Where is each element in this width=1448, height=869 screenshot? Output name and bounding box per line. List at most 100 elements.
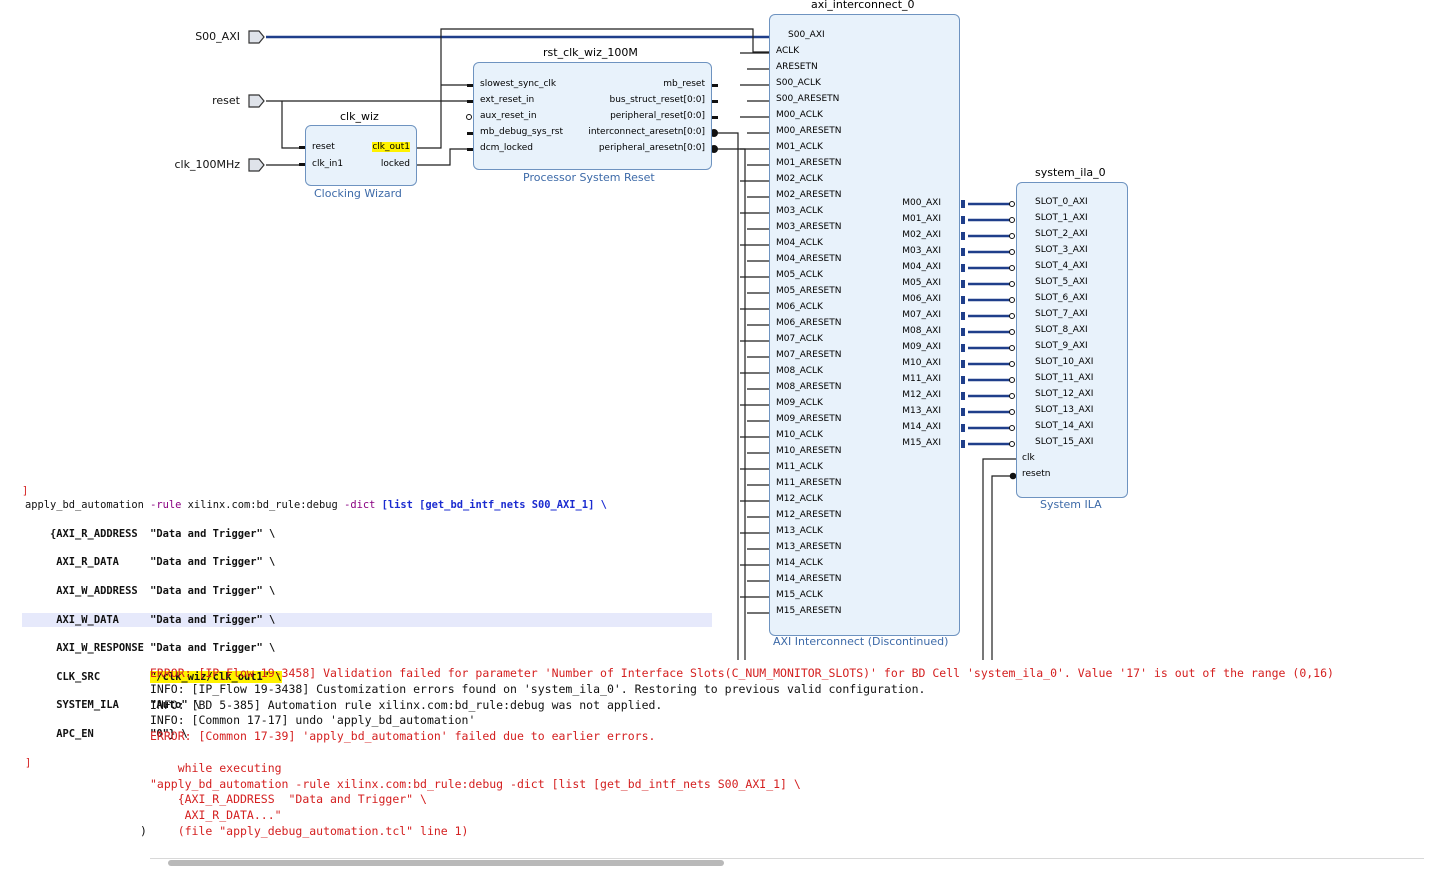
ic-pin-m00-aresetn: M00_ARESETN [776, 126, 841, 136]
tcl-console-output: ERROR: [IP_Flow 19-3458] Validation fail… [150, 666, 1334, 840]
console-line: while executing [150, 761, 1334, 777]
ic-pin-m04-aresetn: M04_ARESETN [776, 254, 841, 264]
ic-m-axi-connector [961, 232, 965, 240]
port-clk-icon[interactable] [248, 158, 266, 172]
ic-pin-m11-axi: M11_AXI [902, 374, 941, 384]
ila-pin-slot-10-axi: SLOT_10_AXI [1035, 357, 1093, 367]
ila-slot-connector [1010, 362, 1015, 367]
ila-block[interactable]: SLOT_0_AXISLOT_1_AXISLOT_2_AXISLOT_3_AXI… [1016, 182, 1128, 498]
rst-pin-stub [712, 100, 718, 103]
ic-pin-m15-axi: M15_AXI [902, 438, 941, 448]
ic-pin-m09-axi: M09_AXI [902, 342, 941, 352]
ic-pin-m07-aresetn: M07_ARESETN [776, 350, 841, 360]
ila-slot-connector [1010, 394, 1015, 399]
ila-pin-slot-12-axi: SLOT_12_AXI [1035, 389, 1093, 399]
ic-pin-m04-aclk: M04_ACLK [776, 238, 823, 248]
net-reset-clkwiz [282, 101, 307, 148]
ila-pin-clk: clk [1022, 453, 1035, 463]
ila-slot-connector [1010, 442, 1015, 447]
console-line: ERROR: [IP_Flow 19-3458] Validation fail… [150, 666, 1334, 682]
ic-block[interactable]: S00_AXI ACLK ARESETN S00_ACLK S00_ARESETN M00… [769, 14, 960, 636]
ic-pin-m01-aresetn: M01_ARESETN [776, 158, 841, 168]
ic-pin-m05-aclk: M05_ACLK [776, 270, 823, 280]
ic-m-axi-connector [961, 328, 965, 336]
rst-pin-ext-reset-in: ext_reset_in [480, 95, 534, 105]
ic-pin-m14-aclk: M14_ACLK [776, 558, 823, 568]
ic-pin-m12-axi: M12_AXI [902, 390, 941, 400]
ic-m-axi-connector [961, 344, 965, 352]
ic-pin-m07-aclk: M07_ACLK [776, 334, 823, 344]
ila-pin-slot-5-axi: SLOT_5_AXI [1035, 277, 1088, 287]
ic-pin-s00-aresetn: S00_ARESETN [776, 94, 839, 104]
rst-pin-interconnect-aresetn: interconnect_aresetn[0:0] [588, 127, 705, 137]
ic-pin-m02-aclk: M02_ACLK [776, 174, 823, 184]
rst-pin-aux-reset-in: aux_reset_in [480, 111, 537, 121]
ic-pin-m03-aresetn: M03_ARESETN [776, 222, 841, 232]
ic-subtitle: AXI Interconnect (Discontinued) [773, 635, 948, 648]
rst-pin-slowest-sync-clk: slowest_sync_clk [480, 79, 556, 89]
rst-pin-bus-struct-reset: bus_struct_reset[0:0] [609, 95, 705, 105]
ila-pin-slot-0-axi: SLOT_0_AXI [1035, 197, 1088, 207]
clk-wiz-instance-name: clk_wiz [340, 110, 379, 123]
ic-pin-m03-aclk: M03_ACLK [776, 206, 823, 216]
ic-pin-s00-axi: S00_AXI [788, 30, 825, 40]
port-reset-label: reset [212, 94, 240, 107]
console-scrollbar-thumb[interactable] [168, 860, 724, 866]
rst-block[interactable]: slowest_sync_clk ext_reset_in aux_reset_… [473, 62, 712, 170]
clk-wiz-pin-reset: reset [312, 142, 335, 152]
ic-pin-m14-aresetn: M14_ARESETN [776, 574, 841, 584]
console-line: (file "apply_debug_automation.tcl" line … [150, 824, 1334, 840]
ila-pin-slot-9-axi: SLOT_9_AXI [1035, 341, 1088, 351]
rst-pin-stub [712, 116, 718, 119]
ila-slot-connector [1010, 330, 1015, 335]
rst-aux-reset-dot [467, 115, 472, 120]
ic-pin-s00-aclk: S00_ACLK [776, 78, 821, 88]
port-s00-axi-icon[interactable] [248, 30, 266, 44]
net-ila-resetn [992, 476, 1016, 660]
net-interconnect-aresetn [712, 133, 738, 660]
ic-pin-m03-axi: M03_AXI [902, 246, 941, 256]
console-line [150, 745, 1334, 761]
ila-slot-connector [1010, 378, 1015, 383]
console-line: INFO: [Common 17-17] undo 'apply_bd_auto… [150, 713, 1334, 729]
script-line-6: AXI_W_RESPONSE "Data and Trigger" \ [25, 641, 607, 655]
ic-m-axi-connector [961, 248, 965, 256]
rst-instance-name: rst_clk_wiz_100M [543, 46, 638, 59]
clk-wiz-pin-clk-in1: clk_in1 [312, 159, 343, 169]
console-scroll-track [150, 858, 1424, 859]
ic-pin-m15-aclk: M15_ACLK [776, 590, 823, 600]
ila-subtitle: System ILA [1040, 498, 1102, 511]
ic-pin-m12-aclk: M12_ACLK [776, 494, 823, 504]
ic-pin-m05-axi: M05_AXI [902, 278, 941, 288]
ic-pin-aresetn: ARESETN [776, 62, 818, 72]
ila-slot-connector [1010, 234, 1015, 239]
ic-pin-m09-aclk: M09_ACLK [776, 398, 823, 408]
ic-pin-m09-aresetn: M09_ARESETN [776, 414, 841, 424]
port-reset-icon[interactable] [248, 94, 266, 108]
ic-pin-m12-aresetn: M12_ARESETN [776, 510, 841, 520]
ic-pin-m02-axi: M02_AXI [902, 230, 941, 240]
ic-m-axi-connector [961, 280, 965, 288]
ic-pin-aclk: ACLK [776, 46, 799, 56]
ila-pin-slot-3-axi: SLOT_3_AXI [1035, 245, 1088, 255]
port-s00-axi-label: S00_AXI [195, 30, 240, 43]
ic-pin-m05-aresetn: M05_ARESETN [776, 286, 841, 296]
ic-m-axi-connector [961, 424, 965, 432]
ila-pin-slot-7-axi: SLOT_7_AXI [1035, 309, 1088, 319]
ic-pin-m06-axi: M06_AXI [902, 294, 941, 304]
ic-m-axi-connector [961, 360, 965, 368]
ic-pin-m01-aclk: M01_ACLK [776, 142, 823, 152]
console-line: {AXI_R_ADDRESS "Data and Trigger" \ [150, 792, 1334, 808]
console-line: AXI_R_DATA..." [150, 808, 1334, 824]
ic-pin-m13-axi: M13_AXI [902, 406, 941, 416]
rst-pin-peripheral-reset: peripheral_reset[0:0] [610, 111, 705, 121]
ila-slot-connector [1010, 298, 1015, 303]
ic-pin-m14-axi: M14_AXI [902, 422, 941, 432]
ic-pin-m08-axi: M08_AXI [902, 326, 941, 336]
ic-pin-m15-aresetn: M15_ARESETN [776, 606, 841, 616]
ila-slot-connector [1010, 250, 1015, 255]
clk-wiz-block[interactable]: reset clk_in1 clk_out1 locked [305, 125, 417, 186]
ila-slot-connector [1010, 282, 1015, 287]
ila-slot-connector [1010, 426, 1015, 431]
ila-slot-connector [1010, 266, 1015, 271]
